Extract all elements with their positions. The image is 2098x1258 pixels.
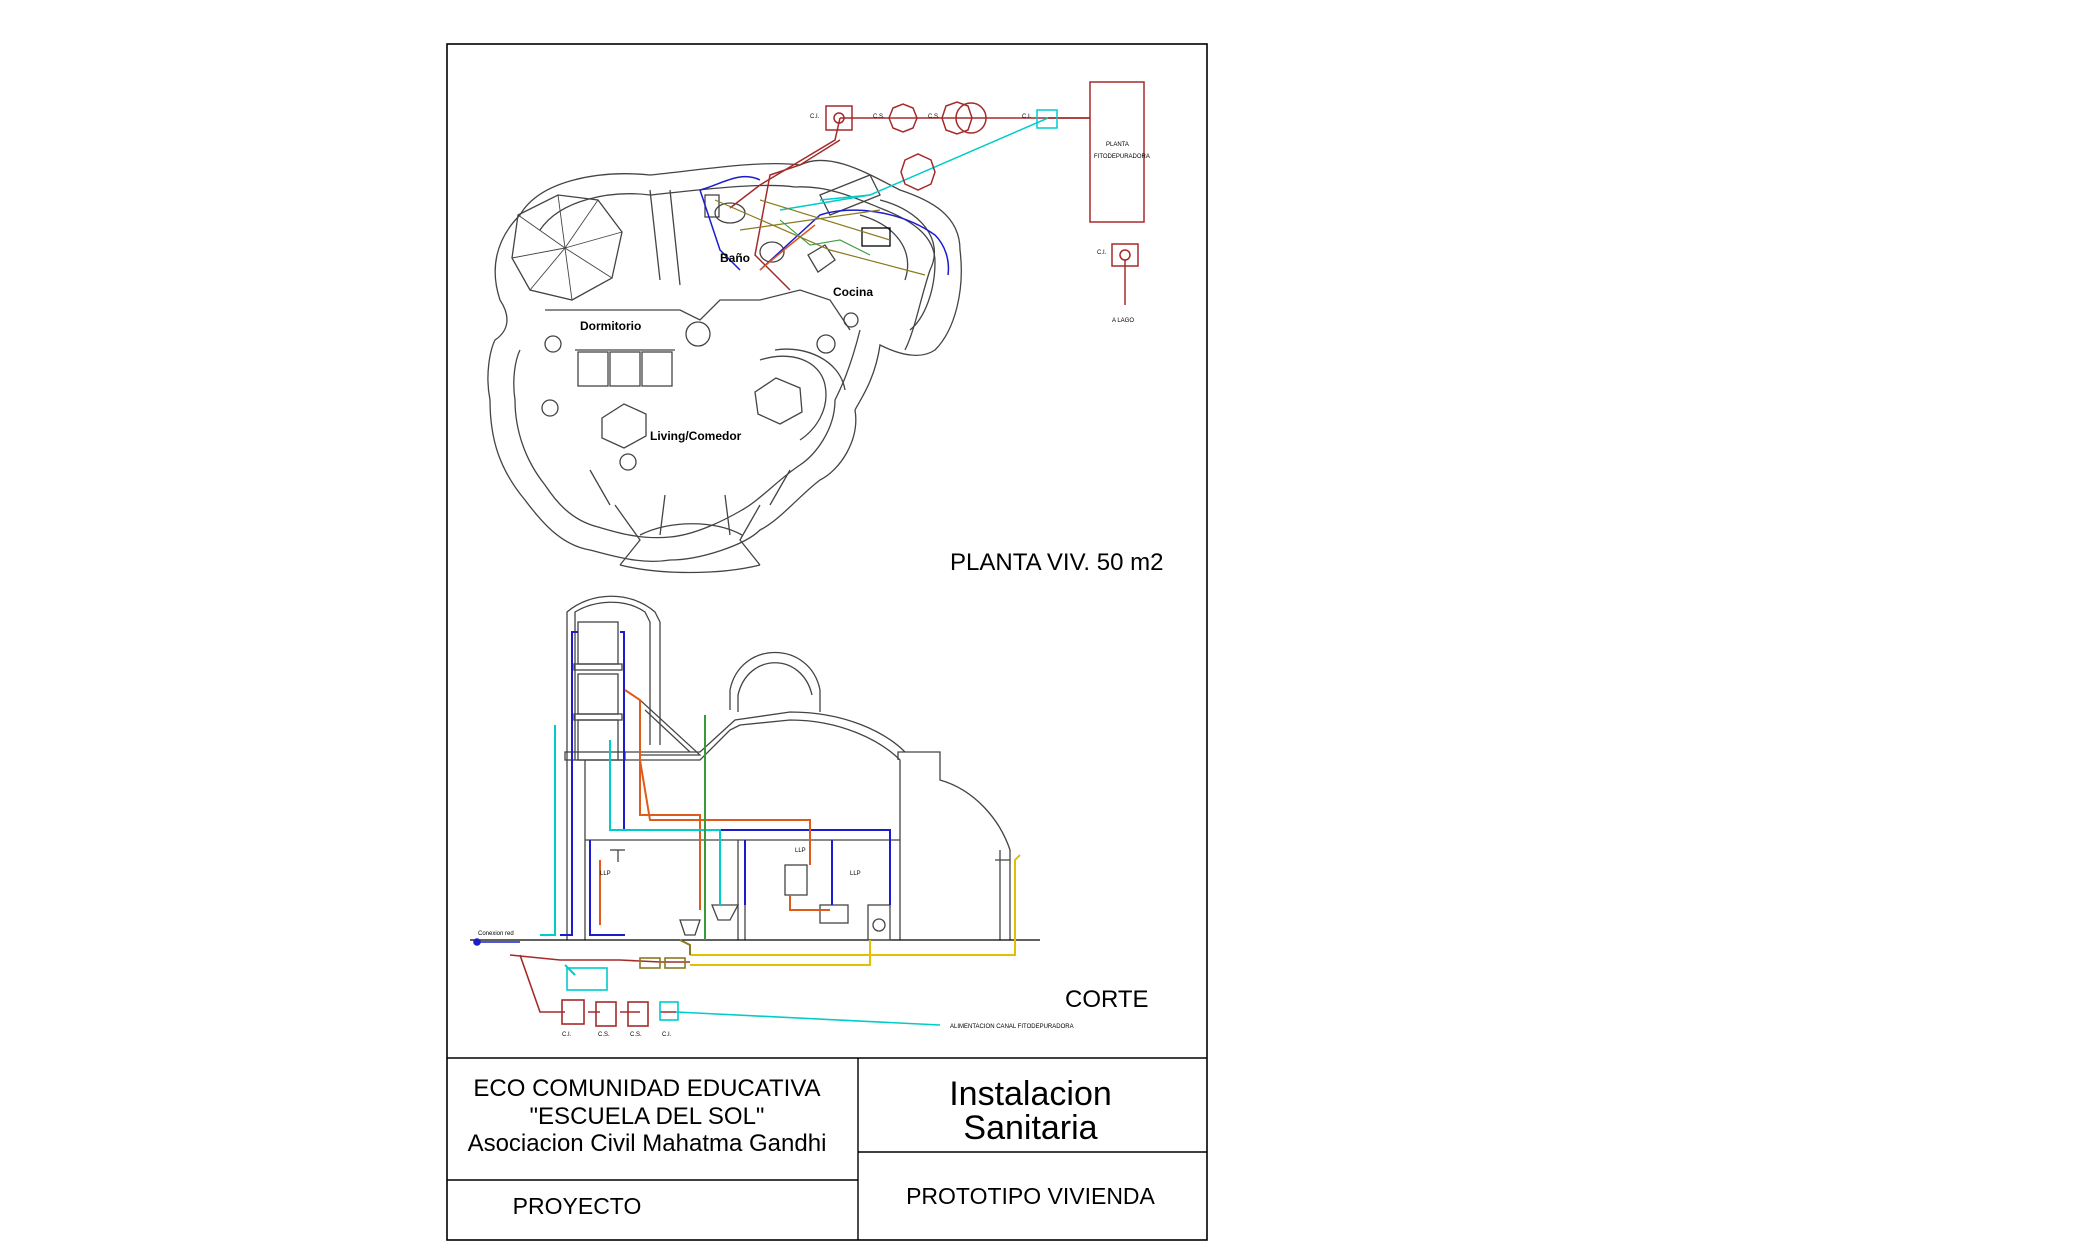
septic-chamber-2	[941, 101, 973, 135]
school-line-2: "ESCUELA DEL SOL"	[529, 1102, 765, 1130]
title-block-school: ECO COMUNIDAD EDUCATIVA "ESCUELA DEL SOL…	[447, 1075, 847, 1158]
floor-plan	[487, 159, 962, 574]
solar-collector	[639, 699, 702, 756]
tag-cs-2: C.S.	[928, 114, 940, 120]
title-block-project-name: PROTOTIPO VIVIENDA	[906, 1183, 1155, 1209]
tag-cs-4: C.S.	[630, 1032, 642, 1038]
inspection-chamber-1	[825, 105, 853, 131]
plan-sewer-lines	[699, 117, 1126, 305]
plan-tag-labels: C.I. C.S. C.S. C.I. C.I. PLANTA FITODEPU…	[810, 114, 1150, 324]
sheet-frame	[446, 43, 1208, 1241]
school-line-1: ECO COMUNIDAD EDUCATIVA	[473, 1075, 821, 1102]
septic-chamber-1	[888, 103, 918, 133]
subject-line-2: Sanitaria	[963, 1109, 1098, 1147]
section-tag-labels: Conexion red LLP LLP LLP C.I. C.S. C.S. …	[478, 848, 1074, 1038]
room-label-kitchen: Cocina	[833, 285, 873, 299]
section-pipes	[540, 631, 1021, 976]
tag-llp-2: LLP	[795, 848, 806, 854]
supply-label: ALIMENTACION CANAL FITODEPURADORA	[950, 1024, 1074, 1030]
title-block-grid	[447, 1057, 1207, 1240]
tag-cs-1: C.S.	[873, 114, 885, 120]
tag-ci-1: C.I.	[810, 114, 820, 120]
section-drainage	[473, 938, 941, 1027]
plan-title: PLANTA VIV. 50 m2	[950, 549, 1164, 576]
school-line-3: Asociacion Civil Mahatma Gandhi	[467, 1130, 827, 1158]
tag-ci-2: C.I.	[1022, 114, 1032, 120]
section-building	[470, 595, 1040, 941]
tag-ci-5: C.I.	[662, 1032, 672, 1038]
vent-chamber	[1036, 109, 1058, 129]
tag-llp-3: LLP	[850, 871, 861, 877]
tag-cs-3: C.S.	[598, 1032, 610, 1038]
plan-chambers	[825, 81, 1145, 267]
tag-ci-4: C.I.	[562, 1032, 572, 1038]
room-label-bath: Baño	[720, 251, 750, 265]
tag-ci-3: C.I.	[1097, 250, 1107, 256]
room-label-living: Living/Comedor	[650, 429, 742, 443]
title-block-project-label: PROYECTO	[512, 1193, 642, 1219]
tag-llp-1: LLP	[600, 871, 611, 877]
section-title: CORTE	[1065, 986, 1149, 1013]
to-lake-label: A LAGO	[1112, 318, 1134, 324]
room-label-bedroom: Dormitorio	[580, 319, 641, 333]
mains-label: Conexion red	[478, 931, 514, 937]
treatment-plant-box	[1089, 81, 1145, 223]
plant-label-1: PLANTA	[1106, 142, 1129, 148]
title-block-subject: Instalacion Sanitaria	[858, 1077, 1203, 1145]
plan-labels: Baño Cocina Dormitorio Living/Comedor	[580, 251, 873, 443]
subject-line-1: Instalacion	[949, 1075, 1112, 1113]
outlet-chamber	[1111, 243, 1139, 267]
plant-label-2: FITODEPURADORA	[1094, 154, 1150, 160]
